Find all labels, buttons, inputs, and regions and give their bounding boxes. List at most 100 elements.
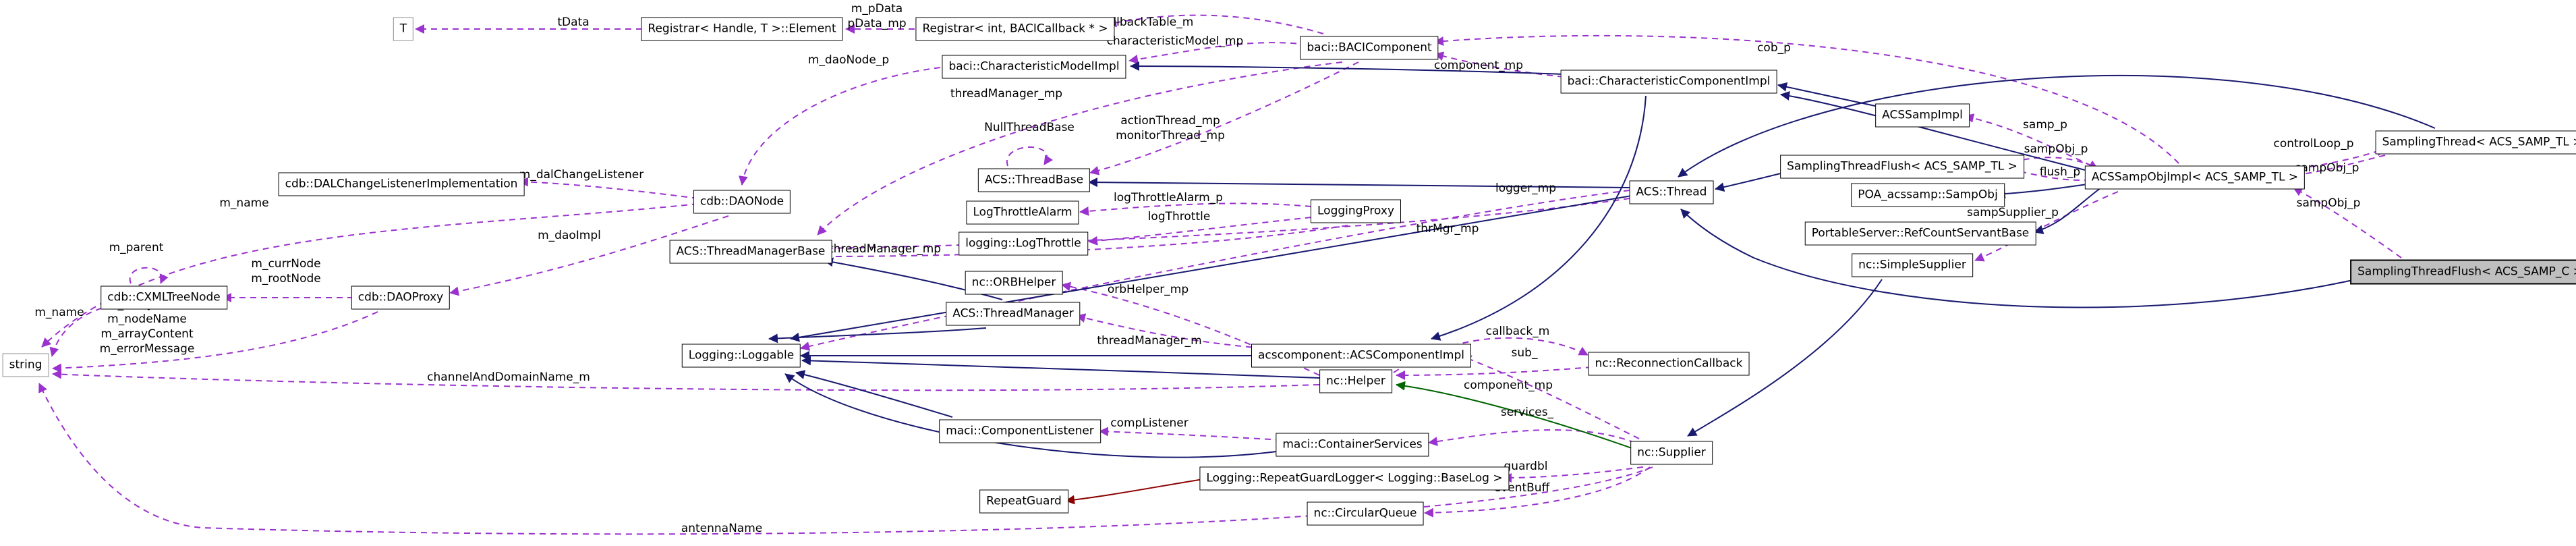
edge-characteristicmodel-mp xyxy=(1128,42,1308,64)
edge-label-guardbl: guardbl xyxy=(1504,460,1548,473)
edge-label-threadmanager-m: threadManager_m xyxy=(1097,334,1202,348)
class-node-acs-threadbase[interactable]: ACS::ThreadBase xyxy=(977,168,1091,192)
edge-nullthreadbase-loop xyxy=(1006,146,1054,167)
class-node-nc-orbhelper[interactable]: nc::ORBHelper xyxy=(965,271,1063,295)
class-node-repeatguard[interactable]: RepeatGuard xyxy=(979,489,1068,514)
edge-dao-members xyxy=(52,311,378,373)
edge-label-logger-mp: logger_mp xyxy=(1495,182,1557,195)
edge-logger-mp xyxy=(800,190,1630,351)
edge-m-dalchangelistener xyxy=(519,177,699,199)
edge-samplingthreadflushc-acsthread xyxy=(1680,209,2374,308)
edge-m-parent-loop xyxy=(129,267,169,284)
edge-label-tdata: tData xyxy=(557,16,590,29)
class-node-cdb-cxmltreenode[interactable]: cdb::CXMLTreeNode xyxy=(101,285,227,310)
class-node-acscomponent-acscomponentimpl[interactable]: acscomponent::ACSComponentImpl xyxy=(1251,344,1472,368)
edge-samplingthreadtl-acsthread xyxy=(1678,74,2436,178)
edge-label-component-mp-1: component_mp xyxy=(1433,59,1524,72)
class-node-t: T xyxy=(393,17,414,41)
edge-label-m-name-1: m_name xyxy=(219,196,269,210)
edge-component-mp-1 xyxy=(1434,51,1564,78)
class-node-maci-containerservices[interactable]: maci::ContainerServices xyxy=(1276,433,1429,457)
edge-orbhelper-mp xyxy=(1061,281,1320,376)
edge-repeatguardlogger-repeatguard xyxy=(1065,477,1212,505)
edge-services xyxy=(1428,429,1636,447)
edge-supplier-helper xyxy=(1396,381,1632,449)
class-node-cdb-daoproxy[interactable]: cdb::DAOProxy xyxy=(351,285,451,310)
edge-label-thrmgr-mp: thrMgr_mp xyxy=(1416,222,1479,236)
class-node-logthrottlealarm[interactable]: LogThrottleAlarm xyxy=(966,200,1079,225)
edge-label-m-dalchangelistener: m_dalChangeListener xyxy=(519,168,644,182)
class-node-nc-circularqueue[interactable]: nc::CircularQueue xyxy=(1307,501,1424,526)
class-node-acs-threadmanagerbase[interactable]: ACS::ThreadManagerBase xyxy=(669,240,832,264)
edge-charcompimpl-acscomponentimpl xyxy=(1431,95,1647,341)
edge-label-component-mp-2: component_mp xyxy=(1463,379,1553,392)
edge-sub xyxy=(1396,366,1593,380)
class-node-samplingthreadflush-c: SamplingThreadFlush< ACS_SAMP_C > xyxy=(2350,259,2576,285)
edge-acsthread-loggable xyxy=(790,195,1632,342)
class-node-nc-simplesupplier[interactable]: nc::SimpleSupplier xyxy=(1852,253,1973,277)
edge-label-samp-p: samp_p xyxy=(2023,118,2067,132)
edge-label-channelanddomainname-m: channelAndDomainName_m xyxy=(427,371,590,384)
class-node-logging-loggable[interactable]: Logging::Loggable xyxy=(681,344,801,368)
class-node-baci-characteristicmodelimpl[interactable]: baci::CharacteristicModelImpl xyxy=(942,55,1126,79)
edge-m-name-2 xyxy=(49,304,113,357)
edge-cob-p xyxy=(1434,34,2179,164)
edge-label-complistener: compListener xyxy=(1110,416,1189,430)
edge-charcompimpl-charmodelimpl xyxy=(1130,61,1564,75)
edge-label-nullthreadbase: NullThreadBase xyxy=(984,121,1075,134)
edge-label-sampsupplier-p: sampSupplier_p xyxy=(1967,206,2059,219)
edge-component-mp-2 xyxy=(1462,355,1640,439)
edge-simplesupplier-supplier xyxy=(1687,279,1883,437)
edge-m-daoimpl xyxy=(449,215,729,296)
class-node-poa-acssamp-sampobj[interactable]: POA_acssamp::SampObj xyxy=(1851,183,2005,207)
edge-label-m-name-2: m_name xyxy=(34,306,84,319)
class-node-cdb-dalchangelistenerimplementation[interactable]: cdb::DALChangeListenerImplementation xyxy=(278,172,525,196)
class-node-acssampimpl[interactable]: ACSSampImpl xyxy=(1875,103,1970,128)
edge-label-logthrottlealarm-p: logThrottleAlarm_p xyxy=(1114,191,1223,204)
class-node-maci-componentlistener[interactable]: maci::ComponentListener xyxy=(939,419,1101,443)
edge-acssampobjimpl-portableserver xyxy=(2034,187,2102,234)
class-node-reg-element[interactable]: Registrar< Handle, T >::Element xyxy=(641,17,843,41)
class-node-cdb-daonode[interactable]: cdb::DAONode xyxy=(693,190,791,214)
edge-helper-loggable xyxy=(801,356,1320,379)
class-node-samplingthread-tl[interactable]: SamplingThread< ACS_SAMP_TL > xyxy=(2375,130,2576,155)
edge-m-name-1 xyxy=(41,203,699,348)
class-node-nc-helper[interactable]: nc::Helper xyxy=(1319,369,1392,393)
class-node-baci-characteristiccomponentimpl[interactable]: baci::CharacteristicComponentImpl xyxy=(1560,70,1777,94)
edge-threadmanager-m xyxy=(1076,313,1263,349)
edge-label-sampobj-p-1: sampObj_p xyxy=(2024,142,2088,156)
edge-label-services: services_ xyxy=(1500,406,1554,419)
class-node-loggingproxy[interactable]: LoggingProxy xyxy=(1310,199,1402,223)
edge-componentlistener-loggable xyxy=(795,370,953,418)
class-node-samplingthreadflush-tl[interactable]: SamplingThreadFlush< ACS_SAMP_TL > xyxy=(1780,155,2024,179)
edge-label-sub: sub_ xyxy=(1511,346,1538,360)
edge-label-m-parent: m_parent xyxy=(109,241,164,254)
edge-threadmanager-loggable xyxy=(768,327,987,344)
class-node-nc-supplier[interactable]: nc::Supplier xyxy=(1630,441,1713,465)
edge-label-controlloop-p: controlLoop_p xyxy=(2273,137,2354,151)
class-node-acs-threadmanager[interactable]: ACS::ThreadManager xyxy=(946,302,1081,326)
class-node-acssampobjimpl[interactable]: ACSSampObjImpl< ACS_SAMP_TL > xyxy=(2084,165,2306,190)
edge-label-m-daonode-p: m_daoNode_p xyxy=(807,53,890,67)
edge-label-sampobj-p-2: sampObj_p xyxy=(2295,161,2359,175)
class-node-reg-int[interactable]: Registrar< int, BACICallback * > xyxy=(915,17,1115,41)
edge-label-flush-p: flush_p xyxy=(2039,165,2081,179)
edge-threadmanager-mp-1 xyxy=(817,61,1343,236)
edge-m-daonode-p xyxy=(738,67,941,186)
edge-containerservices-loggable xyxy=(784,373,1282,458)
edge-callbacktable-m xyxy=(1107,14,1324,34)
class-node-portableserver-refcountservantbase[interactable]: PortableServer::RefCountServantBase xyxy=(1804,221,2036,246)
class-node-baci-bacicomponent[interactable]: baci::BACIComponent xyxy=(1300,36,1439,60)
class-node-logging-repeatguardlogger[interactable]: Logging::RepeatGuardLogger< Logging::Bas… xyxy=(1199,466,1510,491)
edge-label-characteristicmodel-mp: characteristicModel_mp xyxy=(1106,34,1244,48)
edge-label-m-daoimpl: m_daoImpl xyxy=(538,229,601,242)
class-node-logging-logthrottle[interactable]: logging::LogThrottle xyxy=(958,231,1088,256)
edge-channelanddomainname-m xyxy=(52,369,1320,391)
class-node-acs-thread[interactable]: ACS::Thread xyxy=(1629,180,1714,204)
class-node-nc-reconnectioncallback[interactable]: nc::ReconnectionCallback xyxy=(1588,352,1750,376)
edge-logthrottle xyxy=(1088,217,1312,246)
edge-label-orbhelper-mp: orbHelper_mp xyxy=(1107,283,1189,296)
